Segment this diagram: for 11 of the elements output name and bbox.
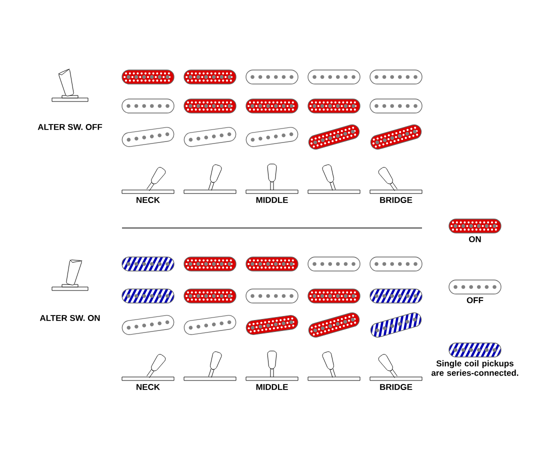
position-label: BRIDGE [380,384,412,390]
position-label: MIDDLE [256,384,288,390]
position-label: BRIDGE [380,197,412,203]
position-label: MIDDLE [256,197,288,203]
legend-label: OFF [466,297,484,304]
switch-label: ALTER SW. ON [40,315,100,321]
switch-label: ALTER SW. OFF [38,124,102,130]
position-label: NECK [136,384,160,390]
position-label: NECK [136,197,160,203]
legend-label: Single coil pickups are series-connected. [431,360,518,376]
legend-label: ON [469,236,481,242]
